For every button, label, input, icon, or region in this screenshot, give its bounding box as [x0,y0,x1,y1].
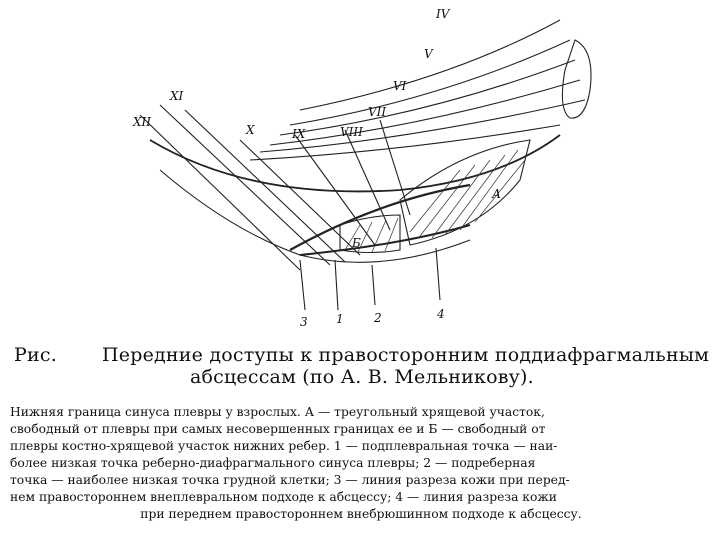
hatch-line [384,217,399,252]
legend-line: точка — наиболее низкая точка грудной кл… [10,473,570,487]
anatomical-figure: IV V VI VII VIII IX X XI XII А Б 3 1 2 4 [132,7,592,329]
rib-label-vii: VII [368,105,386,119]
rib-label-x: X [245,123,255,137]
caption-label: Рис. [14,344,57,366]
rib-label-v: V [424,47,434,61]
rib-label-viii: VIII [340,125,363,139]
incision-line-3 [289,183,471,251]
area-hatch-b [339,214,401,254]
area-hatch-a [399,139,531,246]
legend-line: нем правостороннем внеплевральном подход… [10,490,557,504]
pointer-4 [435,247,441,301]
rib-label-xii: XII [132,115,151,129]
hatch-line [357,221,373,253]
body-contour [159,169,471,263]
hatch-line [444,154,506,236]
hatch-line [431,159,491,239]
xiphoid-outline [561,39,592,119]
rib-line [159,104,331,266]
rib-line [344,129,391,231]
line-label-1: 1 [336,312,344,326]
hatch-line [344,224,361,251]
figure-drawing: IV V VI VII VIII IX X XI XII А Б 3 1 2 4 [132,7,592,329]
caption-line-1: Рис. Передние доступы к правосторонним п… [14,344,710,366]
line-label-3: 3 [300,315,308,329]
legend-line: свободный от плевры при самых несовершен… [10,422,546,436]
line-label-2: 2 [373,311,382,325]
rib-line [139,114,301,271]
caption-title-line1: Передние доступы к правосторонним поддиа… [102,344,710,366]
area-label-b: Б [351,236,361,250]
rib-label-ix: IX [291,127,306,141]
pointer-2 [371,264,376,306]
rib-line [379,119,411,216]
figure-caption: Рис. Передние доступы к правосторонним п… [14,344,710,388]
caption-title-line2: абсцессам (по А. В. Мельникову). [190,366,534,388]
rib-arc [249,124,561,161]
hatch-line [474,159,526,223]
hatch-line [419,164,476,237]
legend-line: более низкая точка реберно-диафрагмально… [10,456,536,470]
line-label-4: 4 [436,307,445,321]
incision-line-4 [299,224,471,256]
rib-arc [259,99,586,153]
rib-arc [299,19,561,111]
legend-line: при переднем правостороннем внебрюшинном… [140,507,582,521]
rib-label-vi: VI [393,79,407,93]
hatch-line [459,149,519,231]
hatch-line [409,169,461,233]
rib-line [294,134,376,246]
area-label-a: А [491,187,501,201]
pointer-3 [299,259,306,311]
pointer-1 [334,259,339,311]
rib-label-xi: XI [169,89,184,103]
hatch-line [371,219,387,253]
rib-arc [269,79,581,146]
rib-arc [289,39,571,126]
figure-legend: Нижняя граница синуса плевры у взрослых.… [10,404,712,523]
rib-arc [279,59,576,136]
rib-label-iv: IV [435,7,451,21]
legend-line: Нижняя граница синуса плевры у взрослых.… [10,405,545,419]
legend-line: плевры костно-хрящевой участок нижних ре… [10,439,558,453]
rib-line [184,109,346,263]
costal-margin [149,134,561,193]
